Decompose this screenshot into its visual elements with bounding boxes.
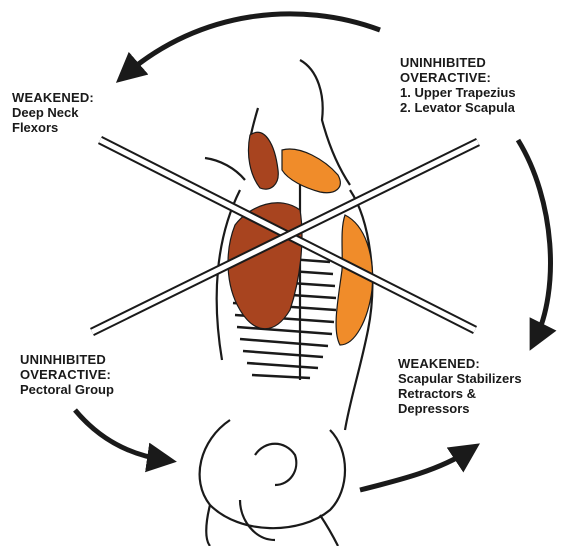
- label-weakened-neck-flexors: WEAKENED: Deep Neck Flexors: [12, 90, 94, 135]
- label-overactive-trapezius: UNINHIBITED OVERACTIVE: 1. Upper Trapezi…: [400, 55, 516, 115]
- label-line: Deep Neck: [12, 105, 94, 120]
- label-line: Depressors: [398, 401, 522, 416]
- curved-arrow-icon: [518, 140, 550, 340]
- label-line: Pectoral Group: [20, 382, 114, 397]
- label-line: Flexors: [12, 120, 94, 135]
- label-heading: WEAKENED:: [12, 90, 94, 105]
- label-heading: WEAKENED:: [398, 356, 522, 371]
- label-overactive-pectoral: UNINHIBITED OVERACTIVE: Pectoral Group: [20, 352, 114, 397]
- curved-arrow-icon: [360, 450, 470, 490]
- label-line: Retractors &: [398, 386, 522, 401]
- curved-arrow-icon: [125, 14, 380, 75]
- label-weakened-scapular: WEAKENED: Scapular Stabilizers Retractor…: [398, 356, 522, 416]
- label-heading: OVERACTIVE:: [20, 367, 114, 382]
- label-heading: OVERACTIVE:: [400, 70, 516, 85]
- label-line: Scapular Stabilizers: [398, 371, 522, 386]
- curved-arrow-icon: [75, 410, 165, 460]
- label-heading: UNINHIBITED: [20, 352, 114, 367]
- label-line: 1. Upper Trapezius: [400, 85, 516, 100]
- label-heading: UNINHIBITED: [400, 55, 516, 70]
- label-line: 2. Levator Scapula: [400, 100, 516, 115]
